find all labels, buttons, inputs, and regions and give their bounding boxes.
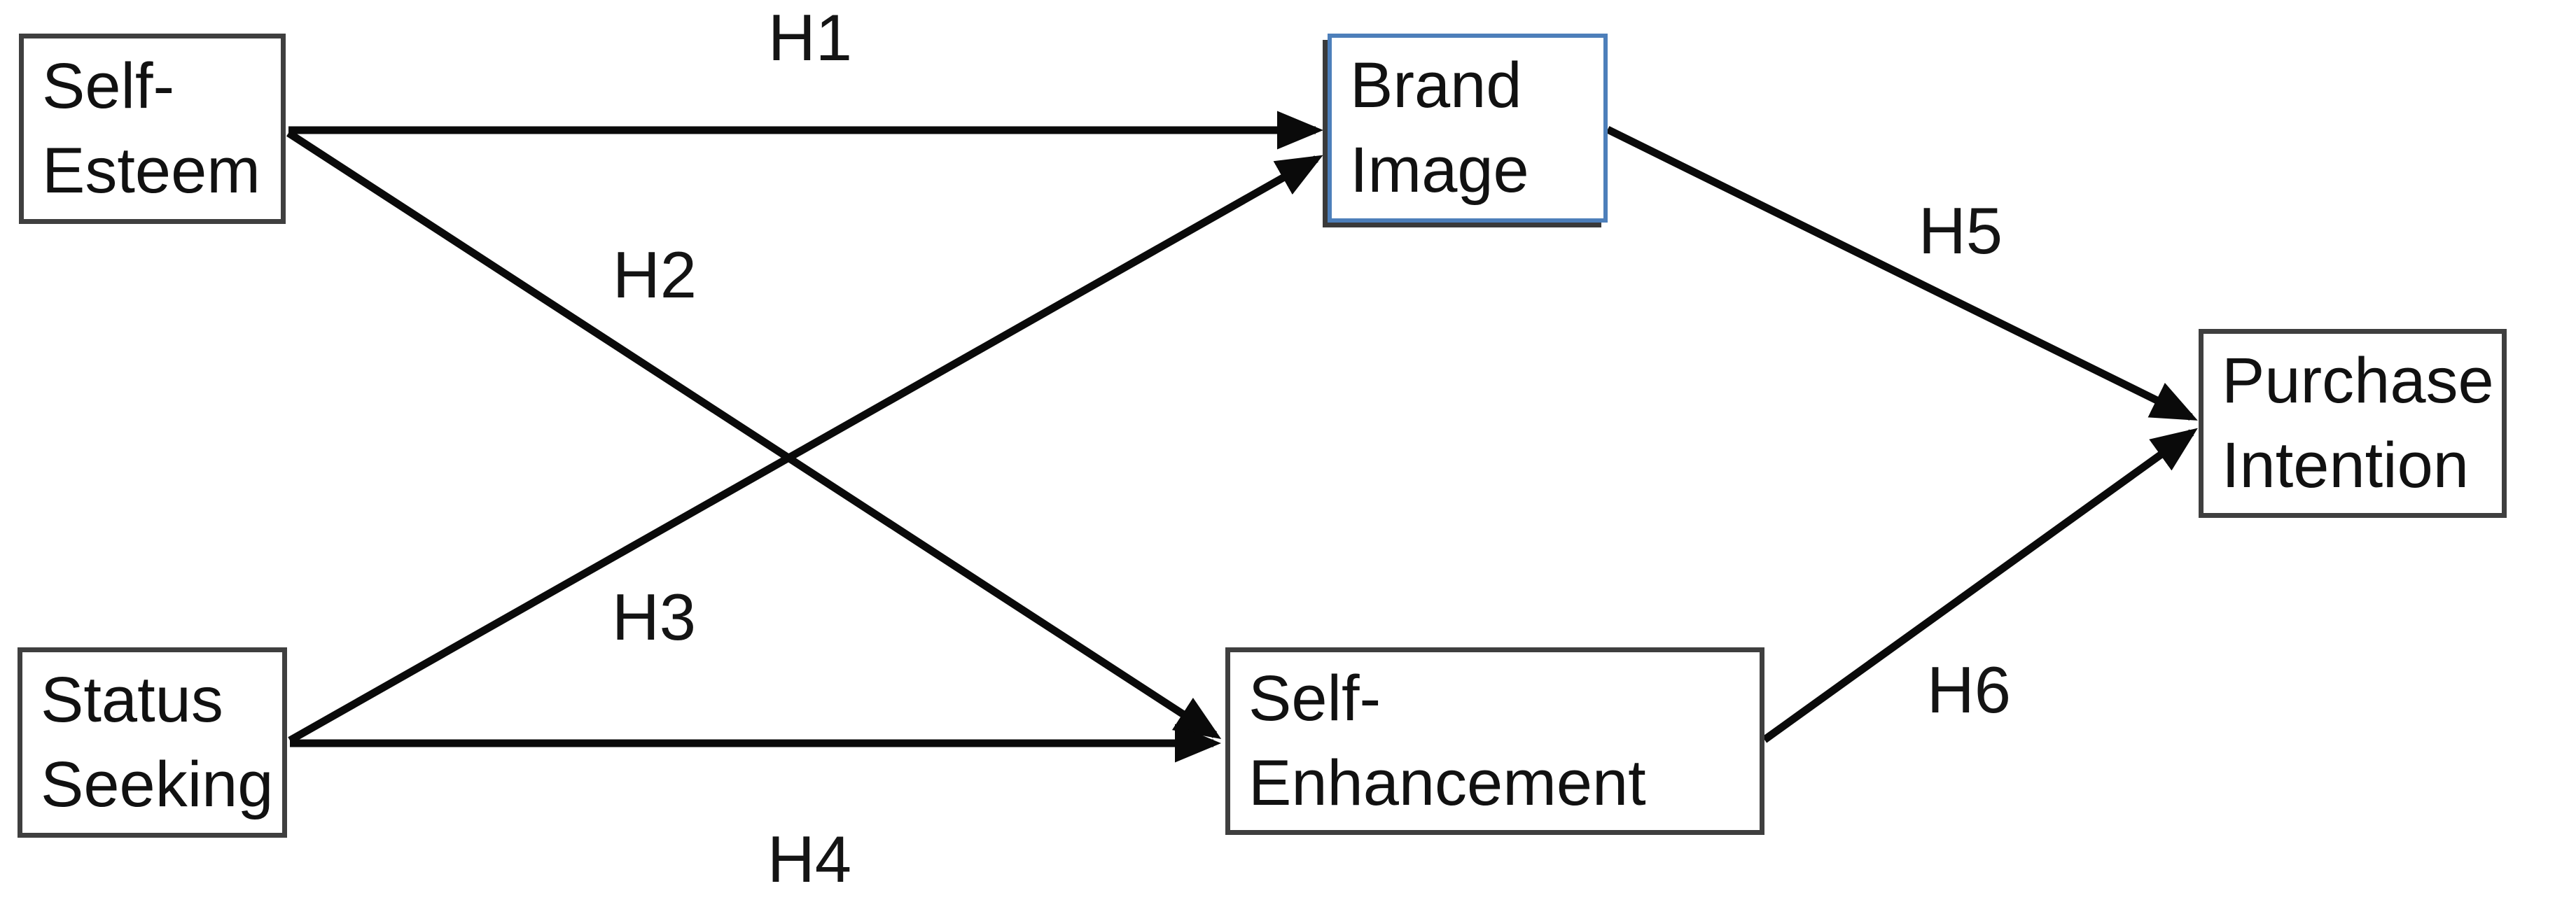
- node-self-enhancement-label: Self- Enhancement: [1248, 662, 1646, 819]
- node-status-seeking-label: Status Seeking: [41, 663, 274, 820]
- edge-label-h2: H2: [612, 238, 697, 311]
- arrow-h6: [1762, 428, 2198, 743]
- node-status-seeking: Status Seeking: [18, 647, 287, 838]
- edge-label-h4: H4: [767, 822, 852, 896]
- arrow-h5: [1606, 126, 2198, 421]
- node-purchase-intention-label: Purchase Intention: [2222, 344, 2494, 501]
- arrow-h3: [288, 155, 1323, 744]
- edge-label-h1: H1: [767, 1, 853, 74]
- edge-label-h5: H5: [1918, 194, 2003, 267]
- node-purchase-intention: Purchase Intention: [2199, 329, 2507, 518]
- node-brand-image-label: Brand Image: [1350, 49, 1529, 206]
- edge-label-h3: H3: [611, 580, 697, 654]
- node-self-esteem: Self- Esteem: [19, 34, 286, 224]
- edge-label-h6: H6: [1926, 653, 2012, 726]
- node-self-esteem-label: Self- Esteem: [42, 50, 260, 206]
- node-brand-image: Brand Image: [1328, 34, 1608, 223]
- arrow-h2: [286, 129, 1222, 739]
- node-self-enhancement: Self- Enhancement: [1225, 647, 1764, 835]
